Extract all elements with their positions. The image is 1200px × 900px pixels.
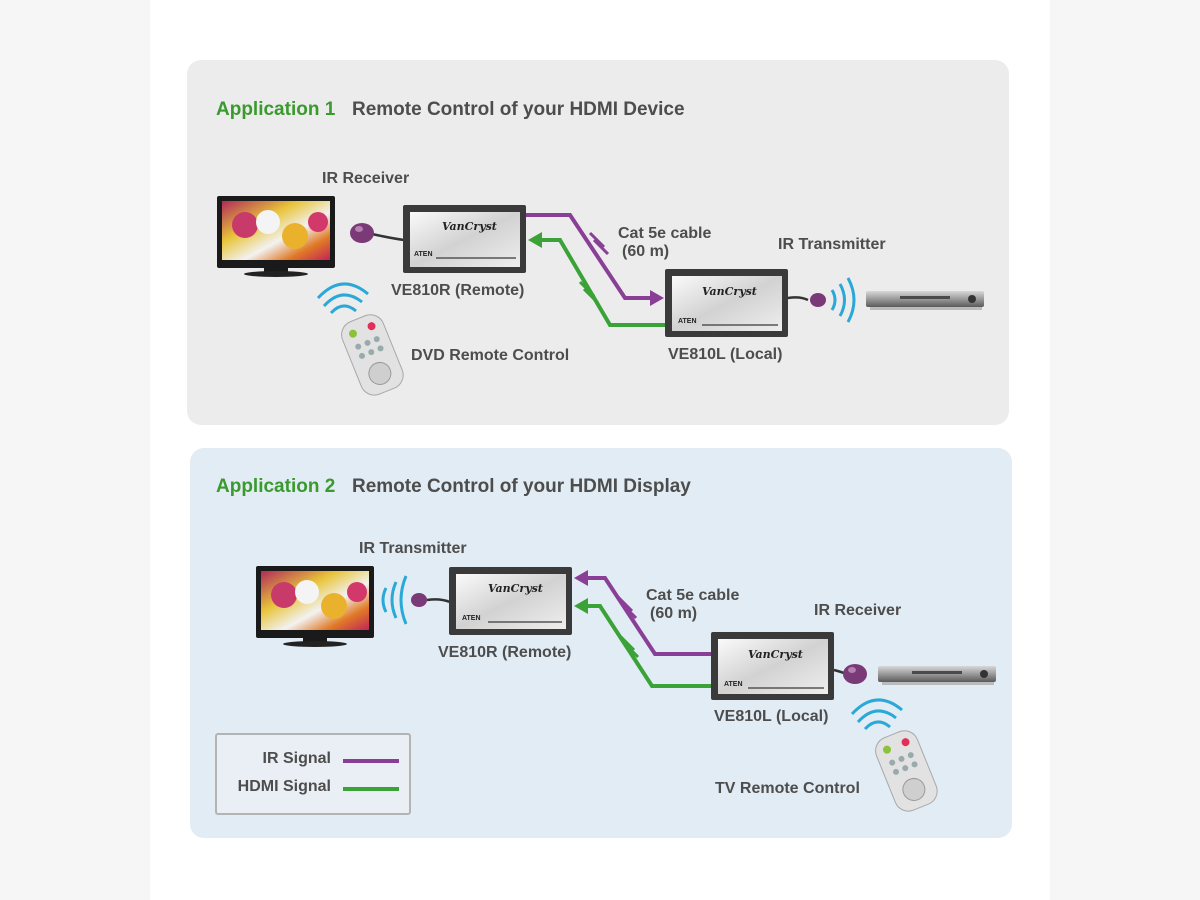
ve810r-label: VE810R (Remote) <box>391 282 525 299</box>
maker-label: ATEN <box>462 615 481 622</box>
left-margin <box>0 0 150 900</box>
ir-receiver-label: IR Receiver <box>322 170 410 187</box>
remote-control-label: TV Remote Control <box>715 780 860 797</box>
ve810r-remote-unit-icon: VanCryst ATEN <box>449 567 572 635</box>
ir-signal-cable <box>526 213 664 306</box>
application-2-title: Remote Control of your HDMI Display <box>352 476 691 497</box>
dvd-remote-control-icon <box>341 314 404 396</box>
ir-transmitter-icon <box>787 277 856 323</box>
hdmi-signal-cable <box>528 232 666 327</box>
cable-label: Cat 5e cable <box>646 587 740 604</box>
legend-hdmi-swatch <box>343 787 399 791</box>
ve810l-local-unit-icon: VanCryst ATEN <box>711 632 834 700</box>
right-margin <box>1050 0 1200 900</box>
remote-control-label: DVD Remote Control <box>411 347 570 364</box>
ir-signal-cable <box>574 570 712 656</box>
hdmi-display-icon <box>256 566 374 647</box>
cable-length-label: (60 m) <box>650 605 698 622</box>
ve810l-label: VE810L (Local) <box>668 346 783 363</box>
legend: IR Signal HDMI Signal <box>215 733 411 815</box>
legend-hdmi-row: HDMI Signal <box>217 775 409 799</box>
ve810l-local-unit-icon: VanCryst ATEN <box>665 269 788 337</box>
ir-transmitter-label: IR Transmitter <box>778 236 886 253</box>
brand-label: VanCryst <box>702 285 757 298</box>
ir-transmitter-icon <box>381 575 451 625</box>
legend-ir-row: IR Signal <box>217 747 409 771</box>
maker-label: ATEN <box>724 681 743 688</box>
maker-label: ATEN <box>414 251 433 258</box>
ve810r-label: VE810R (Remote) <box>438 644 572 661</box>
ir-receiver-label: IR Receiver <box>814 602 902 619</box>
ir-receiver-icon <box>350 223 405 243</box>
brand-label: VanCryst <box>488 582 543 595</box>
brand-label: VanCryst <box>748 648 803 661</box>
brand-label: VanCryst <box>442 220 497 233</box>
legend-hdmi-label: HDMI Signal <box>237 778 331 795</box>
tv-remote-control-icon <box>875 730 938 812</box>
ve810l-label: VE810L (Local) <box>714 708 829 725</box>
hdmi-display-icon <box>217 196 335 277</box>
cable-label: Cat 5e cable <box>618 225 712 242</box>
legend-ir-label: IR Signal <box>262 750 331 767</box>
ir-transmitter-label: IR Transmitter <box>359 540 467 557</box>
ir-waves-icon <box>850 698 903 731</box>
hdmi-signal-cable <box>574 598 712 688</box>
application-2-number: Application 2 <box>216 476 336 497</box>
ir-receiver-icon <box>833 664 867 684</box>
application-1-number: Application 1 <box>216 99 336 120</box>
dvd-player-icon <box>878 666 996 685</box>
maker-label: ATEN <box>678 318 697 325</box>
legend-ir-swatch <box>343 759 399 763</box>
ir-waves-icon <box>316 282 369 315</box>
ve810r-remote-unit-icon: VanCryst ATEN <box>403 205 526 273</box>
dvd-player-icon <box>866 291 984 310</box>
application-1-title: Remote Control of your HDMI Device <box>352 99 685 120</box>
cable-length-label: (60 m) <box>622 243 670 260</box>
